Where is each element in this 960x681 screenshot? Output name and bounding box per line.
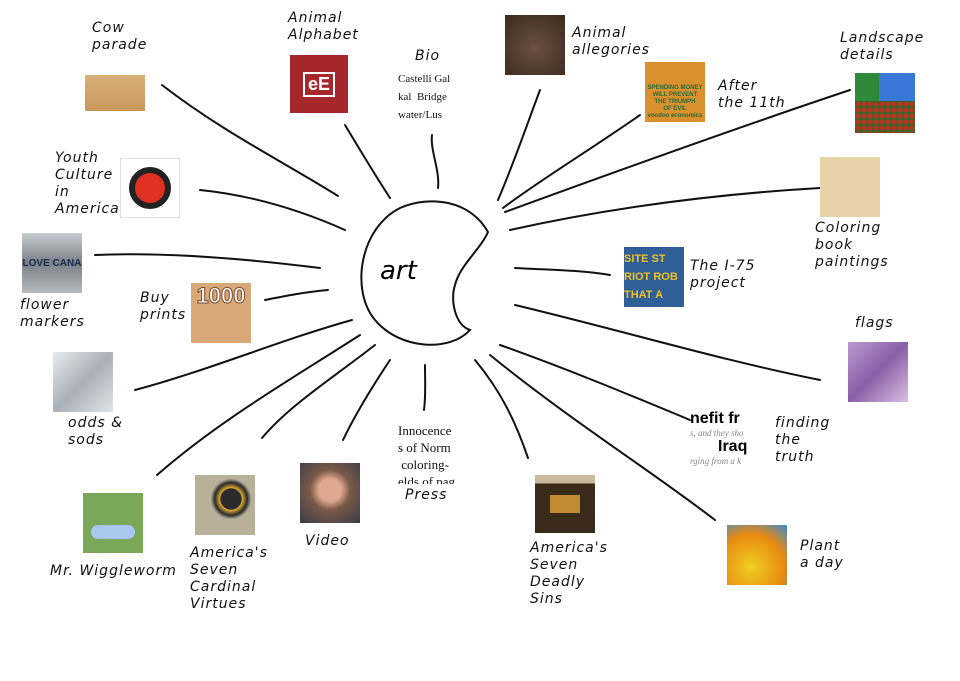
spoke <box>514 304 821 381</box>
cow-parade-thumbnail[interactable] <box>85 63 145 123</box>
spoke <box>161 84 339 197</box>
spoke <box>497 89 541 201</box>
finding-the-truth-clip[interactable]: nefit fr s, and they sho Iraq rging from… <box>690 410 768 474</box>
thumb-text: SPENDING MONEY WILL PREVENT THE TRIUMPH … <box>647 85 703 119</box>
landscape-details-label[interactable]: Landscape details <box>840 30 925 63</box>
press-text-clip[interactable]: Innocence s of Norm coloring- elds of pa… <box>398 423 456 484</box>
spoke <box>261 344 376 439</box>
spoke <box>514 267 611 276</box>
wiggleworm-label[interactable]: Mr. Wiggleworm <box>50 563 177 579</box>
odds-sods-thumbnail[interactable] <box>53 352 113 412</box>
finding-the-truth-label[interactable]: finding the truth <box>775 415 831 465</box>
spoke <box>94 253 321 269</box>
subtext: rging from a k <box>690 456 742 466</box>
flower-markers-label[interactable]: flower markers <box>20 297 85 330</box>
thumb-text: eE <box>302 71 336 97</box>
animal-allegories-label[interactable]: Animal allegories <box>572 25 650 58</box>
art-circle <box>360 200 490 346</box>
spoke <box>430 134 440 189</box>
center-label: art <box>380 256 417 286</box>
cardinal-virtues-label[interactable]: America's Seven Cardinal Virtues <box>190 545 268 612</box>
coloring-book-label[interactable]: Coloring book paintings <box>815 220 889 270</box>
bio-label[interactable]: Bio <box>415 48 441 64</box>
cow-parade-label[interactable]: Cow parade <box>92 20 148 53</box>
spoke <box>199 189 346 231</box>
spoke <box>156 334 361 476</box>
spoke <box>134 319 353 391</box>
spoke <box>504 89 851 213</box>
bio-text-clip[interactable]: Castelli Gal kal Bridge water/Lus <box>398 73 451 121</box>
spoke <box>502 114 641 209</box>
after-the-11th-label[interactable]: After the 11th <box>718 78 786 111</box>
spoke <box>264 289 329 301</box>
spoke <box>474 359 529 459</box>
thumb-text: LOVE CANA <box>22 257 82 269</box>
plant-a-day-label[interactable]: Plant a day <box>800 538 844 571</box>
youth-culture-label[interactable]: Youth Culture in America <box>55 150 120 217</box>
thumb-text: 1000 <box>196 283 246 309</box>
headline: nefit fr <box>690 410 740 427</box>
odds-sods-label[interactable]: odds & sods <box>68 415 123 448</box>
video-label[interactable]: Video <box>305 533 350 549</box>
i75-project-thumbnail[interactable]: SITE ST RIOT ROB THAT A <box>624 247 684 307</box>
flower-markers-thumbnail[interactable]: LOVE CANA <box>22 233 82 293</box>
flags-thumbnail[interactable] <box>848 342 908 402</box>
spoke <box>509 187 821 231</box>
cardinal-virtues-thumbnail[interactable] <box>195 475 255 535</box>
spoke <box>489 354 716 521</box>
spoke <box>342 359 391 441</box>
press-label[interactable]: Press <box>405 487 448 503</box>
youth-culture-thumbnail[interactable] <box>120 158 180 218</box>
animal-alphabet-thumbnail[interactable]: eE <box>290 55 348 113</box>
video-thumbnail[interactable] <box>300 463 360 523</box>
subtext: s, and they sho <box>690 428 744 438</box>
flags-label[interactable]: flags <box>855 315 894 331</box>
wiggleworm-thumbnail[interactable] <box>83 493 143 553</box>
coloring-book-thumbnail[interactable] <box>820 157 880 217</box>
buy-prints-thumbnail[interactable]: 1000 <box>191 283 251 343</box>
spoke <box>344 124 391 199</box>
deadly-sins-label[interactable]: America's Seven Deadly Sins <box>530 540 608 607</box>
thumb-text: SITE ST RIOT ROB THAT A <box>624 253 678 301</box>
landscape-details-thumbnail[interactable] <box>855 73 915 133</box>
spoke <box>423 364 427 411</box>
i75-project-label[interactable]: The I-75 project <box>690 258 756 291</box>
animal-alphabet-label[interactable]: Animal Alphabet <box>288 10 359 43</box>
headline: Iraq <box>718 438 748 455</box>
buy-prints-label[interactable]: Buy prints <box>140 290 187 323</box>
spoke <box>499 344 691 421</box>
plant-a-day-thumbnail[interactable] <box>727 525 787 585</box>
animal-allegories-thumbnail[interactable] <box>505 15 565 75</box>
after-the-11th-thumbnail[interactable]: SPENDING MONEY WILL PREVENT THE TRIUMPH … <box>645 62 705 122</box>
deadly-sins-thumbnail[interactable] <box>535 475 595 533</box>
